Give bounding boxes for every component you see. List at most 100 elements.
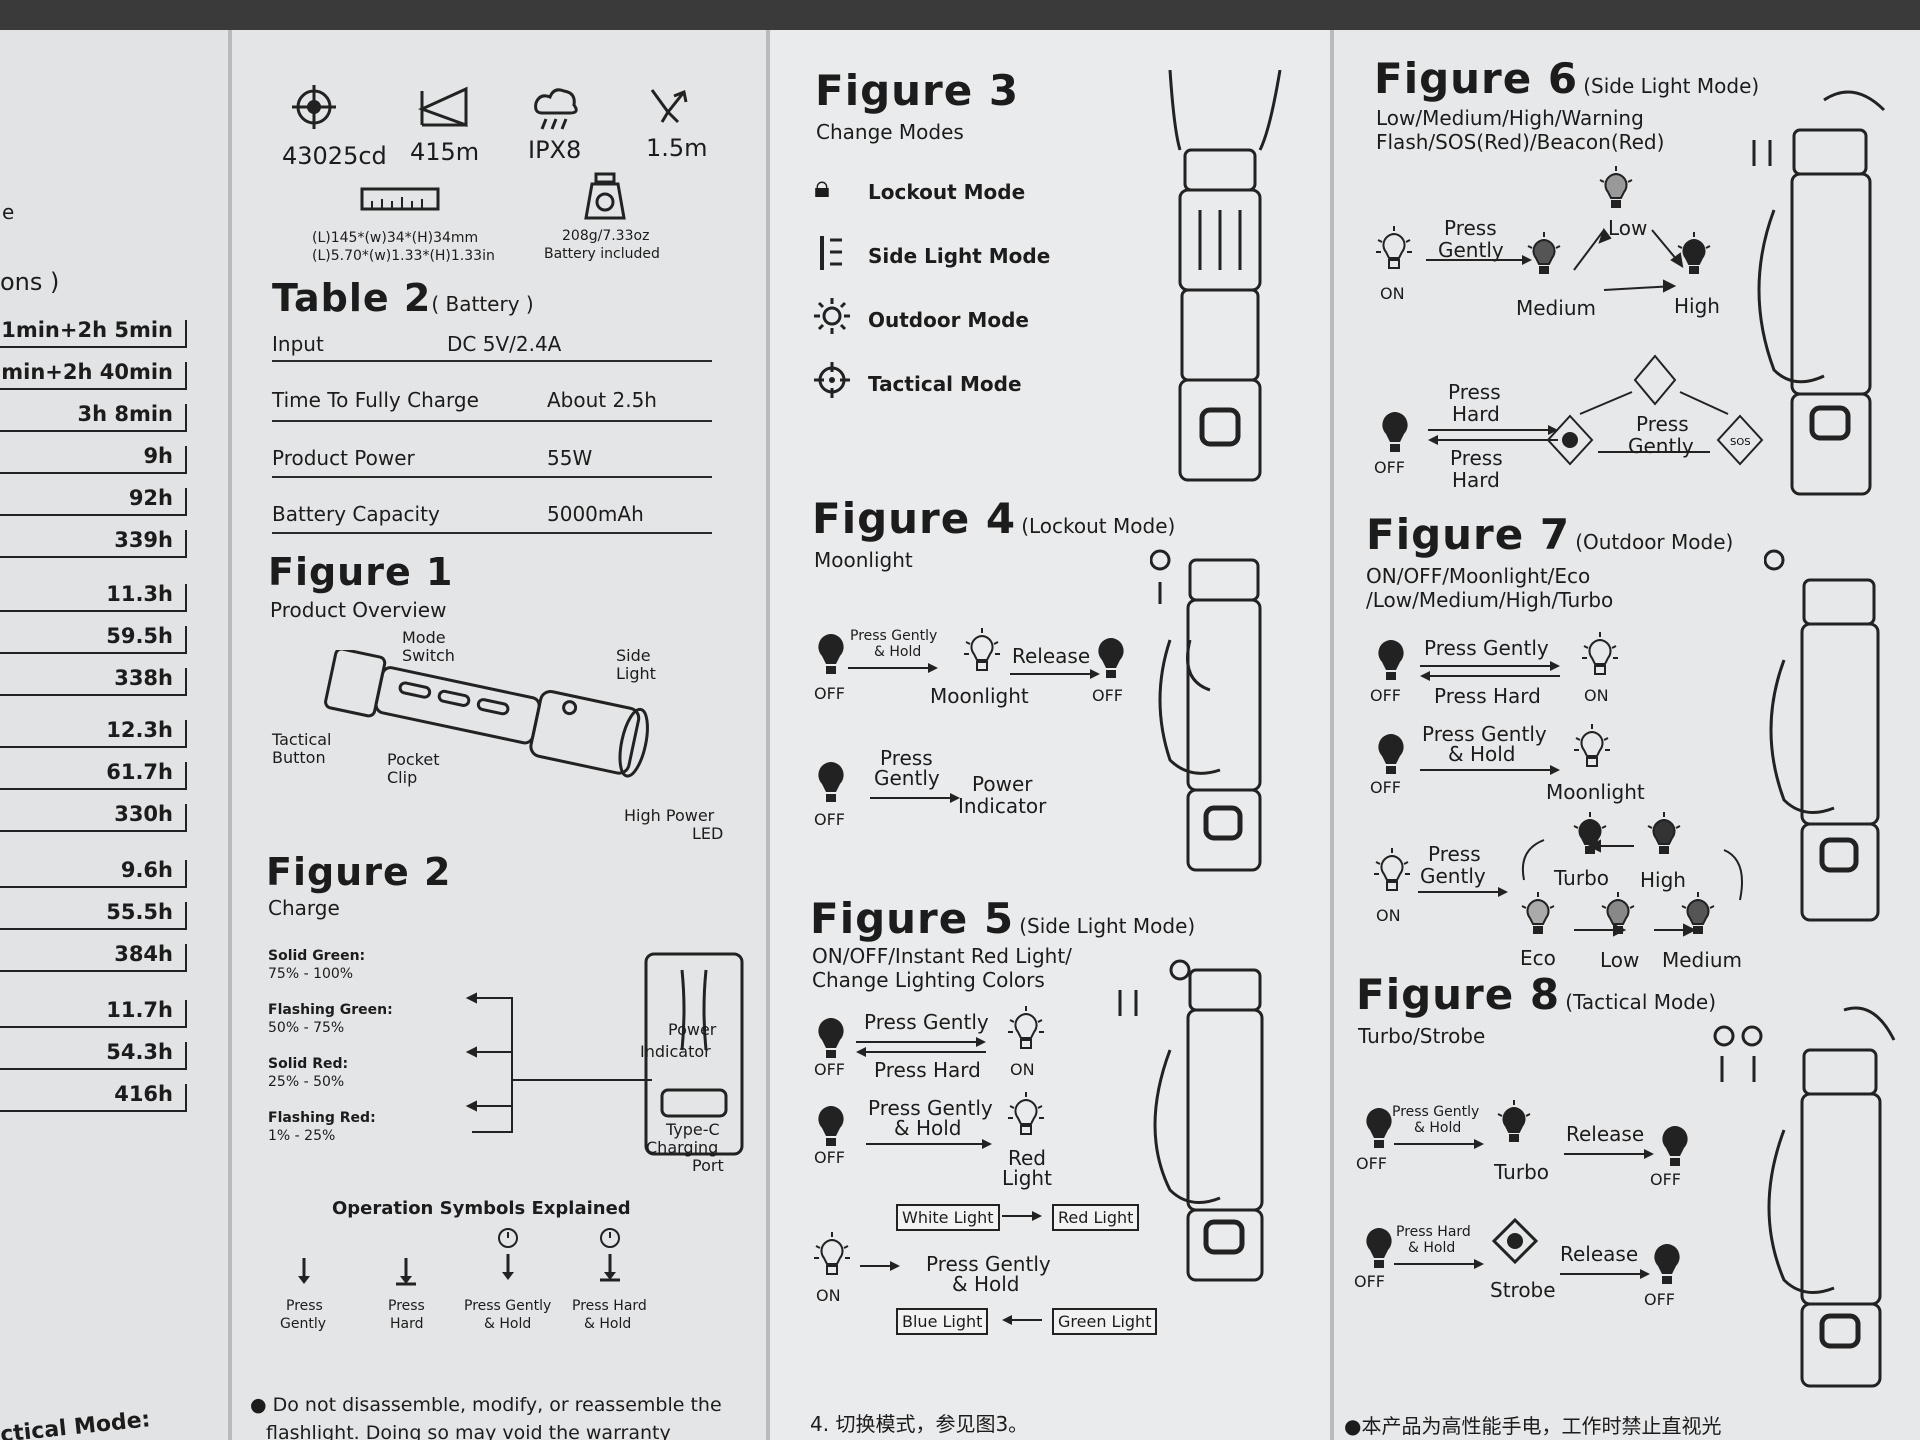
bulb-off-icon xyxy=(1662,1126,1688,1166)
charge-range: 25% - 50% xyxy=(268,1074,345,1090)
figure3-title: Figure 3 xyxy=(815,66,1020,115)
figure7-subtitle: ON/OFF/Moonlight/Eco xyxy=(1366,564,1591,588)
target-icon xyxy=(292,85,336,129)
bulb-on-icon xyxy=(1008,1006,1044,1049)
strobe-icon xyxy=(1492,1218,1538,1264)
color-green-light: Green Light xyxy=(1052,1308,1158,1335)
table2-row-value: 55W xyxy=(547,446,593,470)
arrow-right-icon xyxy=(1010,669,1100,679)
spec-value: IPX8 xyxy=(528,136,582,164)
mode-label: Lockout Mode xyxy=(868,180,1026,204)
table-row: 339h xyxy=(0,528,187,558)
level-medium: Medium xyxy=(1662,948,1742,972)
state-red-light: Red xyxy=(1008,1146,1046,1170)
level-low: Low xyxy=(1608,216,1648,240)
table-cell: 338h xyxy=(114,666,173,690)
arrow-right-icon xyxy=(1394,1259,1484,1269)
figure4-tag: (Lockout Mode) xyxy=(1021,514,1176,538)
action-label: Press Gently xyxy=(1422,722,1547,746)
level-turbo: Turbo xyxy=(1494,1160,1550,1184)
figure4-title: Figure 4 xyxy=(812,494,1017,543)
press-hard-hold-icon xyxy=(600,1228,620,1282)
table2-row-label: Battery Capacity xyxy=(272,502,440,526)
bulb-medium-icon xyxy=(1681,892,1715,934)
hand-flashlight-illustration xyxy=(1168,70,1282,482)
state-power-indicator: Power xyxy=(972,772,1033,796)
action-label: Press xyxy=(1450,446,1503,470)
mode-label: Outdoor Mode xyxy=(868,308,1029,332)
label-power-indicator: Power xyxy=(668,1020,717,1039)
bulb-eco-icon xyxy=(1521,892,1555,934)
bulb-off-icon xyxy=(818,1018,844,1058)
mode-cycle-arrows xyxy=(1573,227,1684,293)
figure4-subtitle: Moonlight xyxy=(814,548,913,572)
arrow-left-icon xyxy=(1002,1315,1042,1325)
press-hard-icon xyxy=(396,1258,416,1286)
bulb-off-icon xyxy=(818,1106,844,1146)
action-label: Gently xyxy=(874,766,940,790)
action-release: Release xyxy=(1566,1122,1645,1146)
label-high-power-led: High Power xyxy=(624,806,715,825)
charge-range: 50% - 75% xyxy=(268,1020,345,1036)
color-red-light: Red Light xyxy=(1052,1204,1140,1231)
level-turbo: Turbo xyxy=(1554,866,1610,890)
table-row: 1min+2h 5min xyxy=(0,318,187,348)
table-row: 54.3h xyxy=(0,1040,187,1070)
state-on: ON xyxy=(1584,686,1609,705)
fragment-text: ons ) xyxy=(0,268,60,296)
table-cell: 54.3h xyxy=(106,1040,173,1064)
table-row: 3h 8min xyxy=(0,402,187,432)
table-row: 11.3h xyxy=(0,582,187,612)
lock-icon: 🔒︎ xyxy=(814,170,830,205)
action-label: Press Gently xyxy=(926,1252,1051,1276)
bulb-high-icon xyxy=(1647,812,1681,854)
figure2-subtitle: Charge xyxy=(268,896,340,920)
figure4-heading: Figure 4 (Lockout Mode) xyxy=(812,494,1175,543)
table2-row-label: Input xyxy=(272,332,324,356)
arrow-right-icon xyxy=(848,663,938,673)
weight-note: Battery included xyxy=(544,246,660,262)
action-label: Press Gently xyxy=(868,1096,993,1120)
spec-value: 1.5m xyxy=(646,134,708,162)
figure6-subtitle: Low/Medium/High/Warning xyxy=(1376,106,1644,130)
state-off: OFF xyxy=(1650,1170,1681,1189)
divider xyxy=(272,420,712,422)
mode-label: Side Light Mode xyxy=(868,244,1051,268)
flashlight-tail-illustration xyxy=(644,952,744,1156)
figure6-heading: Figure 6 (Side Light Mode) xyxy=(1374,54,1759,103)
bulb-off-icon xyxy=(1382,412,1408,452)
table2-subtitle: ( Battery ) xyxy=(431,292,534,316)
table-row: 416h xyxy=(0,1082,187,1112)
hand-flashlight-illustration xyxy=(1150,549,1262,872)
table2-row-label: Product Power xyxy=(272,446,415,470)
symbol-label: & Hold xyxy=(484,1316,532,1332)
label-mode-switch: Switch xyxy=(402,646,455,665)
label-tactical-button: Tactical xyxy=(272,730,332,749)
arrow-right-icon xyxy=(860,1261,900,1271)
divider xyxy=(272,476,712,478)
table-cell: 61.7h xyxy=(106,760,173,784)
hand-flashlight-illustration xyxy=(1118,959,1264,1282)
table-row: 92h xyxy=(0,486,187,516)
symbol-label: Gently xyxy=(280,1316,326,1332)
table2-row-value: About 2.5h xyxy=(547,388,657,412)
table-cell: 59.5h xyxy=(106,624,173,648)
table-row: 11.7h xyxy=(0,998,187,1028)
charge-state: Flashing Green: xyxy=(268,1002,393,1018)
table-cell: 12.3h xyxy=(106,718,173,742)
bulb-off-icon xyxy=(1098,638,1124,678)
label-typec-port: Port xyxy=(692,1156,724,1175)
figure5-heading: Figure 5 (Side Light Mode) xyxy=(810,894,1195,943)
label-pocket-clip: Pocket xyxy=(387,750,440,769)
table-row: 55.5h xyxy=(0,900,187,930)
action-label: Press Gently xyxy=(850,628,938,644)
sun-icon xyxy=(814,298,850,334)
figure7-subtitle: /Low/Medium/High/Turbo xyxy=(1366,588,1614,612)
figure7-heading: Figure 7 (Outdoor Mode) xyxy=(1366,510,1733,559)
figure1-subtitle: Product Overview xyxy=(270,598,447,622)
label-pocket-clip: Clip xyxy=(387,768,418,787)
table-row: 384h xyxy=(0,942,187,972)
table-cell: 330h xyxy=(114,802,173,826)
bulb-high-icon xyxy=(1677,232,1711,274)
arrow-right-icon xyxy=(870,793,960,803)
